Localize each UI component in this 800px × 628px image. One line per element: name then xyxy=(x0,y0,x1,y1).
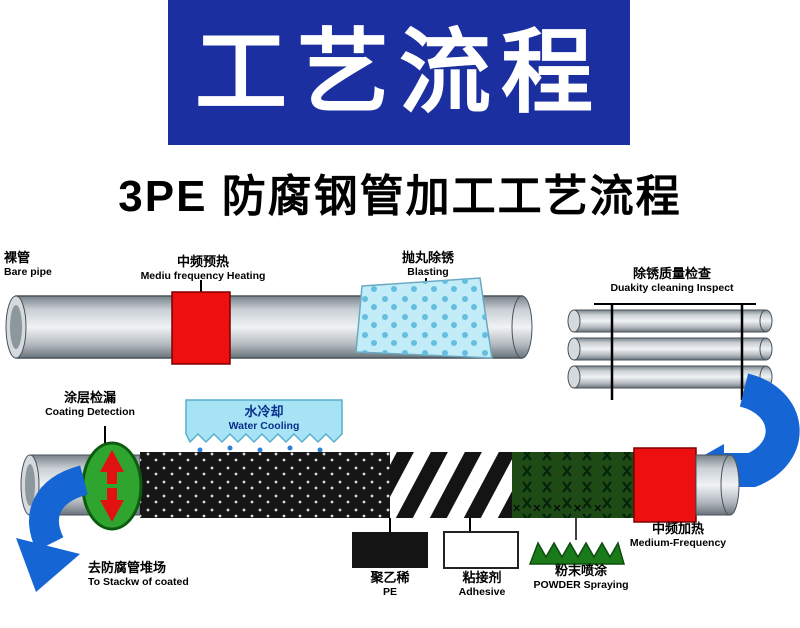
pe-label-cn: 聚乙稀 xyxy=(370,570,410,585)
water-cooling-label: 水冷却 Water Cooling xyxy=(190,404,338,432)
page-subtitle: 3PE 防腐钢管加工工艺流程 xyxy=(118,172,682,221)
blasting-label-cn: 抛丸除锈 xyxy=(401,250,454,265)
banner-title: 工艺流程 xyxy=(194,21,603,124)
inspection-rack xyxy=(567,303,773,400)
mf-preheat-label: 中频预热 Mediu frequency Heating xyxy=(128,254,278,282)
to-stack-label: 去防腐管堆场 To Stackw of coated xyxy=(88,560,248,588)
coating-detector xyxy=(81,426,143,531)
flow-arrow-exit xyxy=(16,465,89,592)
to-stack-label-cn: 去防腐管堆场 xyxy=(88,560,167,575)
coating-detection-label-cn: 涂层检漏 xyxy=(63,390,116,405)
pe-swatch xyxy=(352,532,428,568)
water-cooling-label-cn: 水冷却 xyxy=(244,404,284,419)
process-diagram xyxy=(5,277,800,592)
coating-detection-label-en: Coating Detection xyxy=(45,405,135,418)
mf-preheat-label-cn: 中频预热 xyxy=(176,254,229,269)
water-cooling-label-en: Water Cooling xyxy=(228,419,300,432)
powder-spraying-label-en: POWDER Spraying xyxy=(533,578,629,591)
blasting-label-en: Blasting xyxy=(407,265,449,278)
mf-heating-label-en: Medium-Frequency xyxy=(629,536,727,549)
inspect-label-en: Duakity cleaning Inspect xyxy=(610,281,734,294)
blasting-label: 抛丸除锈 Blasting xyxy=(386,250,470,278)
powder-swatch xyxy=(528,541,625,565)
powder-spraying-label: 粉末喷涂 POWDER Spraying xyxy=(518,563,644,591)
pe-label-en: PE xyxy=(382,585,397,598)
adhesive-swatch xyxy=(443,531,519,569)
adhesive-label-cn: 粘接剂 xyxy=(462,570,502,585)
bare-pipe-label-cn: 裸管 xyxy=(4,250,31,265)
title-banner: 工艺流程 xyxy=(168,0,630,145)
inspect-label: 除锈质量检查 Duakity cleaning Inspect xyxy=(586,266,758,294)
material-callouts xyxy=(352,518,625,569)
blasting-block xyxy=(355,277,493,359)
adhesive-label: 粘接剂 Adhesive xyxy=(434,570,530,598)
adhesive-label-en: Adhesive xyxy=(458,585,506,598)
bare-pipe-label: 裸管 Bare pipe xyxy=(4,250,84,278)
inspect-label-cn: 除锈质量检查 xyxy=(632,266,711,281)
mf-preheat-block xyxy=(171,280,231,365)
bare-pipe-label-en: Bare pipe xyxy=(4,265,52,278)
powder-spraying-label-cn: 粉末喷涂 xyxy=(554,563,607,578)
coating-detection-label: 涂层检漏 Coating Detection xyxy=(34,390,146,418)
pe-label: 聚乙稀 PE xyxy=(342,570,438,598)
spray-marks: ✕ ✕ ✕ ✕ ✕ xyxy=(512,503,607,515)
mf-heating-label-cn: 中频加热 xyxy=(651,521,704,536)
mf-heating-label: 中频加热 Medium-Frequency xyxy=(622,521,734,549)
to-stack-label-en: To Stackw of coated xyxy=(88,575,189,588)
mf-preheat-label-en: Mediu frequency Heating xyxy=(140,269,266,282)
